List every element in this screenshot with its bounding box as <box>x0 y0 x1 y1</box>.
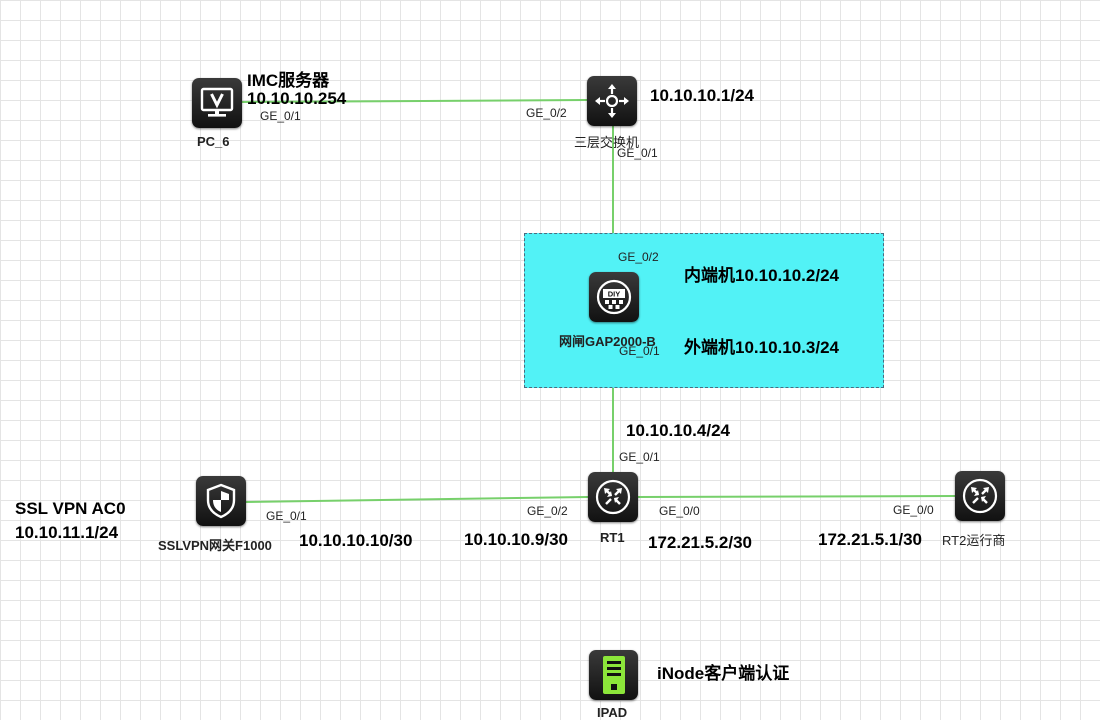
gap-inner-ip: 内端机10.10.10.2/24 <box>684 266 839 285</box>
rt1-device[interactable] <box>588 472 638 522</box>
router-icon <box>594 478 632 516</box>
sslvpn-ip: 10.10.10.10/30 <box>299 531 413 550</box>
rt2-device[interactable] <box>955 471 1005 521</box>
gap-port-up: GE_0/2 <box>618 250 659 264</box>
rt1-up-ip: 10.10.10.4/24 <box>626 421 730 440</box>
ipad-device[interactable] <box>589 650 638 700</box>
inode-auth-label: iNode客户端认证 <box>657 664 790 683</box>
sslvpn-pool: 10.10.11.1/24 <box>15 523 119 542</box>
pc6-name: PC_6 <box>197 134 230 149</box>
l3-switch-name: 三层交换机 <box>574 135 640 150</box>
pc6-device[interactable] <box>192 78 242 128</box>
gap-outer-ip: 外端机10.10.10.3/24 <box>684 338 839 357</box>
imc-server-title: IMC服务器 <box>247 71 330 90</box>
server-icon <box>601 655 627 695</box>
imc-server-ip: 10.10.10.254 <box>247 89 347 108</box>
rt1-port-up: GE_0/1 <box>619 450 660 464</box>
svg-text:DIY: DIY <box>608 290 621 299</box>
link-rt1-rt2[interactable] <box>637 495 956 498</box>
diy-shield-icon: DIY <box>595 278 633 316</box>
switch-port-left: GE_0/2 <box>526 106 567 120</box>
sslvpn-title: SSL VPN AC0 <box>15 499 126 518</box>
gap-name: 网闸GAP2000-B <box>559 334 656 349</box>
gap-zone <box>524 233 884 388</box>
gap-port-down: GE_0/1 <box>619 344 660 358</box>
switch-arrows-icon <box>594 83 630 119</box>
ipad-name: IPAD <box>597 705 628 720</box>
switch-ip: 10.10.10.1/24 <box>650 86 754 105</box>
rt2-port: GE_0/0 <box>893 503 934 517</box>
gap-device[interactable]: DIY <box>589 272 639 322</box>
monitor-icon <box>199 86 235 120</box>
link-sslvpn-rt1[interactable] <box>245 496 589 503</box>
rt1-left-ip: 10.10.10.9/30 <box>464 530 568 549</box>
rt2-ip: 172.21.5.1/30 <box>818 530 922 549</box>
rt1-port-right: GE_0/0 <box>659 504 700 518</box>
rt1-right-ip: 172.21.5.2/30 <box>648 533 752 552</box>
sslvpn-port: GE_0/1 <box>266 509 307 523</box>
switch-port-down: GE_0/1 <box>617 146 658 160</box>
security-shield-icon <box>204 483 238 519</box>
rt1-name: RT1 <box>600 530 625 545</box>
rt2-name: RT2运行商 <box>942 533 1006 548</box>
sslvpn-device[interactable] <box>196 476 246 526</box>
rt1-port-left: GE_0/2 <box>527 504 568 518</box>
l3-switch-device[interactable] <box>587 76 637 126</box>
sslvpn-name: SSLVPN网关F1000 <box>158 538 272 553</box>
pc6-port: GE_0/1 <box>260 109 301 123</box>
link-pc6-switch[interactable] <box>241 99 588 103</box>
router-icon <box>961 477 999 515</box>
